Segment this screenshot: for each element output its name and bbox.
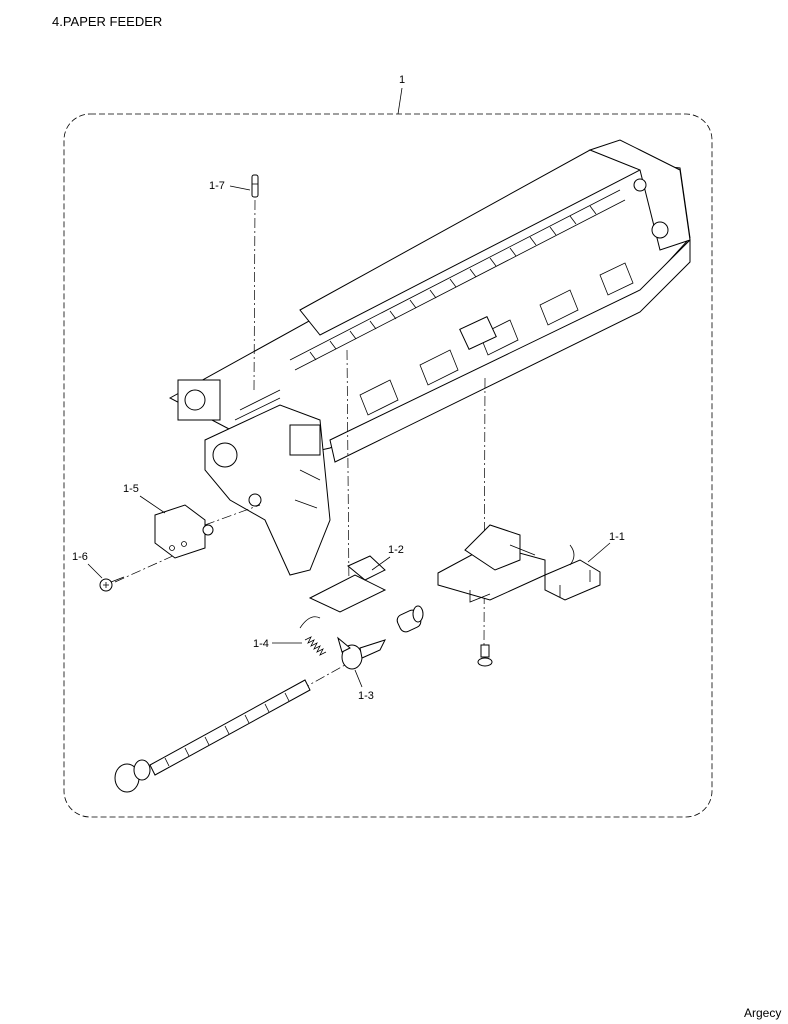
feed-shaft [114,679,311,793]
callout-1-6: 1-6 [72,551,88,563]
leader-1 [397,87,403,115]
callout-1-3: 1-3 [358,690,374,702]
callout-1-1: 1-1 [609,531,625,543]
axis-1-6 [114,554,176,583]
callout-1-2: 1-2 [388,544,404,556]
axis-1-2 [346,349,350,591]
guide-screw [477,644,493,667]
part-1-7-pin [251,174,259,198]
footer-brand: Argecy [744,1006,782,1020]
part-1-6-screw [99,576,125,592]
part-1-1-guide [437,524,601,603]
page-title: 4.PAPER FEEDER [52,14,163,29]
axis-1-7 [253,199,256,391]
callout-1-5: 1-5 [123,483,139,495]
callout-1-7: 1-7 [209,180,225,192]
assembly-boundary [63,113,713,818]
callout-1-4: 1-4 [253,638,269,650]
part-1-4-spring [304,636,327,656]
part-1-5-solenoid [154,504,214,559]
axis-1-5 [204,504,261,526]
axis-1-1 [483,377,486,646]
roller-ribs [309,205,597,361]
part-1-2-actuator [299,555,387,629]
part-1-3-cam [337,605,424,670]
callout-1: 1 [399,74,405,86]
feeder-frame [168,139,691,576]
